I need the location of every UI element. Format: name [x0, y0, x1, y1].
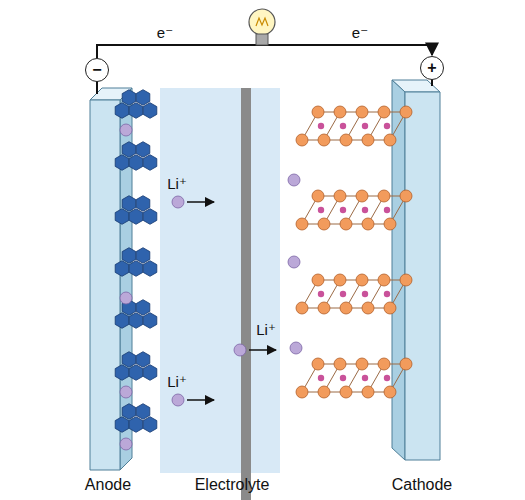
external-wire — [97, 45, 432, 58]
lithium-ion — [120, 292, 132, 304]
electrolyte-region — [160, 88, 280, 473]
lithium-ion — [234, 344, 246, 356]
ion-label: Li⁺ — [167, 374, 187, 391]
graphite-layer — [115, 196, 157, 225]
part-name: Cathode — [392, 476, 453, 494]
lithium-ion — [120, 386, 132, 398]
graphite-layer — [115, 142, 157, 171]
electron-label: e⁻ — [352, 25, 368, 42]
cathode-lattice — [296, 106, 412, 146]
ion-label: Li⁺ — [256, 322, 276, 339]
part-name: Electrolyte — [195, 476, 270, 494]
graphite-layer — [115, 404, 157, 433]
cathode-plate — [392, 80, 440, 460]
terminal-circle: + — [420, 56, 444, 80]
cathode-lattice — [296, 190, 412, 230]
terminal-lead — [431, 79, 433, 86]
lithium-ion — [120, 438, 132, 450]
graphite-layer — [115, 90, 157, 119]
terminal-sign: − — [92, 62, 101, 78]
separator — [241, 88, 251, 500]
lithium-ion — [172, 394, 184, 406]
part-name: Anode — [85, 476, 131, 494]
electron-label: e⁻ — [157, 25, 173, 42]
cathode-lattice — [296, 274, 412, 314]
lithium-ion — [288, 256, 300, 268]
lithium-ion — [288, 174, 300, 186]
light-bulb — [249, 9, 275, 45]
ion-arrow — [249, 349, 276, 351]
graphite-layer — [115, 300, 157, 329]
lithium-ion — [172, 196, 184, 208]
cathode-lattice — [296, 358, 412, 398]
lithium-ion — [290, 342, 302, 354]
graphite-layer — [115, 248, 157, 277]
graphite-layer — [115, 352, 157, 381]
terminal-sign: + — [427, 60, 436, 76]
ion-label: Li⁺ — [167, 176, 187, 193]
lithium-ion — [120, 124, 132, 136]
terminal-circle: − — [85, 58, 109, 82]
ion-arrow — [187, 201, 214, 203]
terminal-lead — [96, 81, 98, 94]
ion-arrow — [187, 399, 214, 401]
